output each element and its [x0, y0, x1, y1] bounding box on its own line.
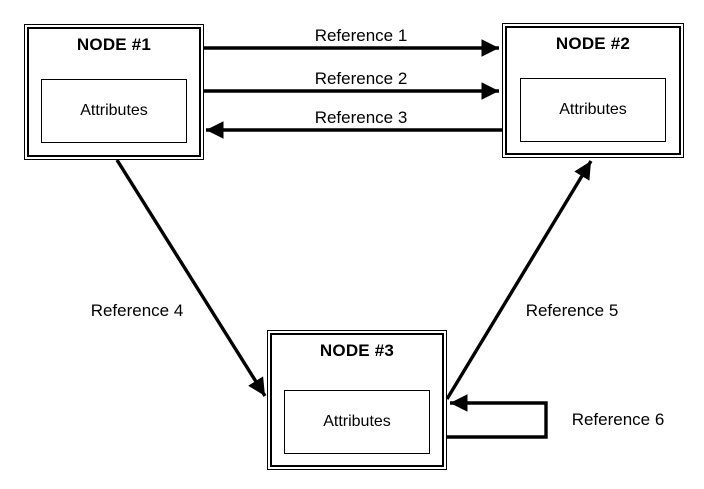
node-2-attributes-label: Attributes [559, 101, 627, 118]
node-3-title: NODE #3 [319, 341, 395, 360]
node-3-attributes-box: Attributes [284, 390, 430, 454]
node-3-attributes-label: Attributes [323, 413, 391, 430]
node-1-attributes-label: Attributes [80, 102, 148, 119]
edge-line-reference-6-self-loop [446, 394, 548, 439]
node-3-box: NODE #3 Attributes [267, 330, 447, 470]
node-1-title: NODE #1 [76, 35, 152, 54]
edge-label-reference-6: Reference 6 [571, 410, 665, 429]
node-1-box: NODE #1 Attributes [24, 24, 204, 160]
node-2-inner-border: NODE #2 Attributes [505, 26, 681, 155]
node-2-attributes-box: Attributes [520, 78, 666, 142]
node-2-box: NODE #2 Attributes [502, 23, 684, 158]
edge-label-reference-2: Reference 2 [314, 69, 408, 88]
edge-label-reference-1: Reference 1 [314, 26, 408, 45]
edge-line-reference-5 [445, 160, 593, 400]
edge-line-reference-4 [115, 159, 267, 397]
node-1-attributes-box: Attributes [41, 79, 187, 143]
node-2-title: NODE #2 [555, 34, 631, 53]
edge-label-reference-3: Reference 3 [314, 108, 408, 127]
edge-label-reference-4: Reference 4 [90, 301, 184, 320]
node-1-inner-border: NODE #1 Attributes [27, 27, 201, 157]
node-3-inner-border: NODE #3 Attributes [270, 333, 444, 467]
edge-label-reference-5: Reference 5 [525, 301, 619, 320]
